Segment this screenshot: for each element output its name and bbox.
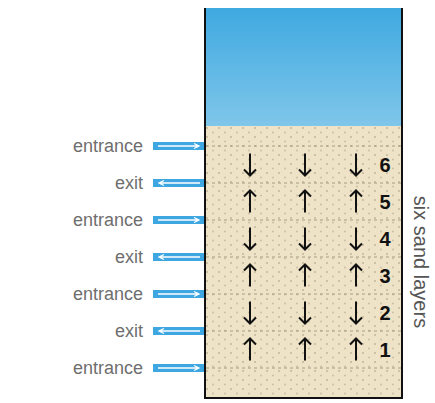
flow-arrow <box>299 228 311 250</box>
pipe <box>153 253 205 261</box>
flow-arrow <box>299 339 311 361</box>
layer-number: 2 <box>379 303 390 323</box>
pipe-label: entrance <box>73 359 143 377</box>
pipe-label: entrance <box>73 137 143 155</box>
layer-line <box>206 294 401 295</box>
tank-wall <box>205 8 402 398</box>
sand <box>205 126 402 398</box>
flow-arrow <box>244 302 256 324</box>
pipe <box>153 364 205 372</box>
flow-arrow <box>299 154 311 176</box>
flow-arrow <box>350 302 362 324</box>
flow-arrow <box>350 228 362 250</box>
pipe-label: entrance <box>73 285 143 303</box>
flow-arrow <box>244 228 256 250</box>
flow-arrow <box>350 191 362 213</box>
pipe <box>153 290 205 298</box>
layer-line <box>206 183 401 184</box>
layer-number: 4 <box>379 229 390 249</box>
pipe-label: exit <box>115 248 143 266</box>
pipe-label: exit <box>115 322 143 340</box>
water <box>205 8 402 126</box>
flow-arrow <box>350 265 362 287</box>
layer-boundaries <box>206 146 401 368</box>
layer-line <box>206 257 401 258</box>
flow-arrow <box>244 191 256 213</box>
layer-line <box>206 220 401 221</box>
layer-line <box>206 331 401 332</box>
layer-number: 1 <box>379 340 390 360</box>
flow-arrow <box>299 191 311 213</box>
pipe <box>153 179 205 187</box>
pipe-label: entrance <box>73 211 143 229</box>
flow-arrow <box>244 339 256 361</box>
flow-arrow <box>350 339 362 361</box>
pipe <box>153 216 205 224</box>
layer-number: 5 <box>379 192 390 212</box>
layer-line <box>206 146 401 147</box>
side-caption: six sand layers <box>411 196 431 328</box>
pipes <box>153 142 205 372</box>
pipe <box>153 327 205 335</box>
pipe-label: exit <box>115 174 143 192</box>
flow-arrow <box>244 265 256 287</box>
layer-number: 6 <box>379 155 390 175</box>
layer-line <box>206 368 401 369</box>
flow-arrow <box>299 265 311 287</box>
flow-arrow <box>350 154 362 176</box>
flow-arrows <box>244 154 362 361</box>
flow-arrow <box>244 154 256 176</box>
layer-number: 3 <box>379 266 390 286</box>
flow-arrow <box>299 302 311 324</box>
pipe <box>153 142 205 150</box>
